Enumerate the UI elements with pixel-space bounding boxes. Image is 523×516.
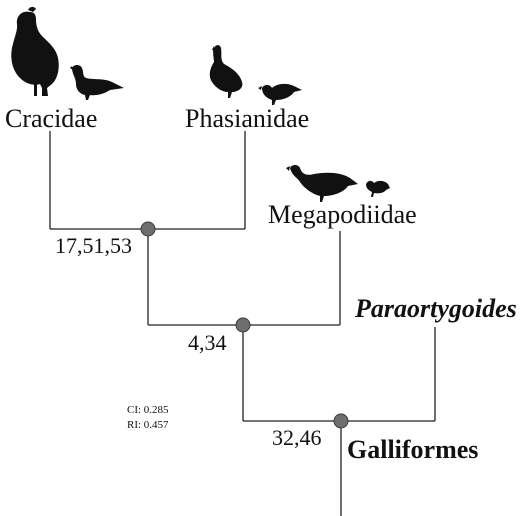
node-2-support: 4,34 xyxy=(188,330,227,355)
guan-silhouette-icon xyxy=(11,7,58,96)
ci-value: CI: 0.285 xyxy=(127,404,169,416)
cracidae-silhouettes xyxy=(11,7,124,100)
phasianidae-silhouettes xyxy=(210,45,302,105)
pheasant-silhouette-icon xyxy=(70,65,124,100)
taxon-paraortygoides: Paraortygoides xyxy=(354,294,517,323)
chick-silhouette-icon xyxy=(366,181,390,197)
partridge-silhouette-icon xyxy=(258,84,302,105)
taxon-galliformes: Galliformes xyxy=(347,435,478,464)
node-marker-3 xyxy=(334,414,348,428)
node-3-support: 32,46 xyxy=(272,425,322,450)
taxon-cracidae: Cracidae xyxy=(5,104,97,133)
node-1-support: 17,51,53 xyxy=(55,233,132,258)
node-marker-2 xyxy=(236,318,250,332)
taxon-megapodiidae: Megapodiidae xyxy=(268,200,417,229)
megapode-silhouette-icon xyxy=(286,165,358,202)
turkey-silhouette-icon xyxy=(210,45,243,98)
megapodiidae-silhouettes xyxy=(286,165,390,202)
taxon-phasianidae: Phasianidae xyxy=(185,104,309,133)
ri-value: RI: 0.457 xyxy=(127,419,169,431)
node-marker-1 xyxy=(141,222,155,236)
